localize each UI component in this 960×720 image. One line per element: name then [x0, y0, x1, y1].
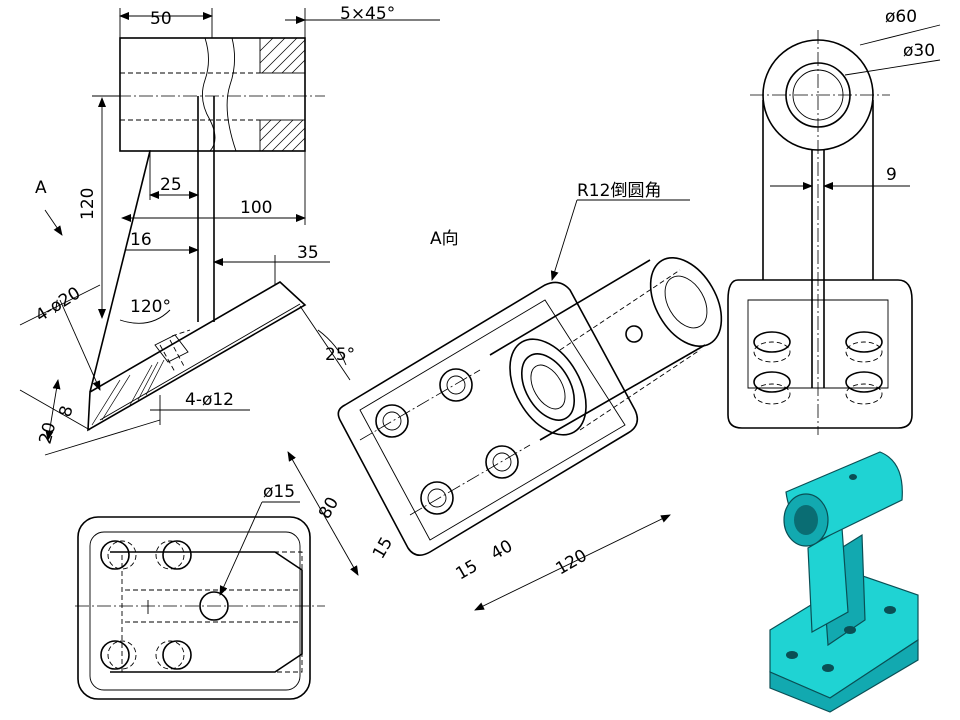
dim-phi60: ø60 — [885, 7, 917, 27]
isometric-model — [769, 451, 919, 713]
dim-25: 25 — [160, 175, 182, 195]
bolt-holes-top — [100, 540, 192, 670]
dim-100: 100 — [240, 198, 272, 218]
dim-4phi12: 4-ø12 — [185, 390, 234, 410]
dim-50: 50 — [150, 9, 172, 29]
dim-phi15: ø15 — [263, 482, 295, 502]
dim-40: 40 — [488, 536, 517, 564]
dim-15b: 15 — [453, 556, 482, 584]
dim-120-bottom: 120 — [553, 546, 591, 580]
dim-8: 8 — [56, 404, 78, 420]
auxiliary-view-a: R12倒圆角 80 15 15 40 120 — [287, 181, 723, 611]
dim-120-vert: 120 — [78, 188, 98, 220]
fillet-note: R12倒圆角 — [577, 181, 661, 201]
dim-25-deg: 25° — [325, 345, 355, 365]
dim-9: 9 — [886, 165, 897, 185]
front-view: 50 5×45° 120 25 100 16 35 A 4-ø20 120° 8… — [19, 4, 440, 456]
dim-80: 80 — [315, 494, 343, 523]
dim-16: 16 — [130, 230, 152, 250]
dim-4phi20: 4-ø20 — [32, 283, 84, 326]
bolt-holes-side — [753, 331, 883, 405]
dim-20: 20 — [36, 420, 61, 446]
view-a-title: A向 — [430, 229, 459, 249]
section-hatch-top — [259, 37, 306, 152]
section-hatch-base — [91, 359, 165, 426]
dim-120-deg: 120° — [130, 297, 171, 317]
side-view: ø60 ø30 9 — [727, 7, 941, 435]
dim-phi30: ø30 — [903, 41, 935, 61]
dim-35: 35 — [297, 243, 319, 263]
view-arrow-label: A — [35, 178, 47, 198]
dim-15a: 15 — [369, 534, 397, 563]
dim-chamfer: 5×45° — [340, 4, 395, 24]
top-view: ø15 — [75, 482, 325, 700]
